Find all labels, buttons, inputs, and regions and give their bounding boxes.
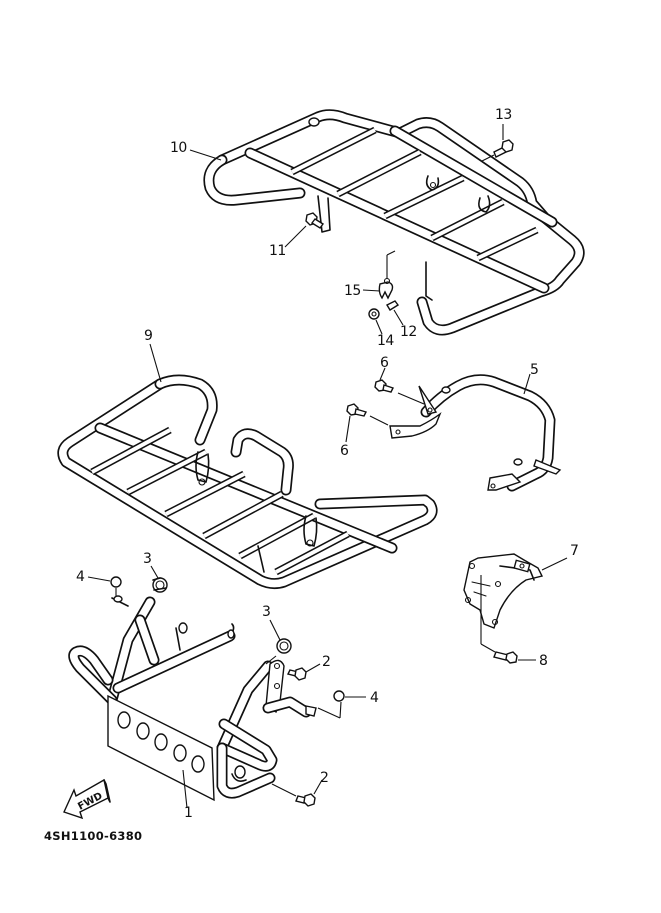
- bolt-part-11: [284, 212, 325, 248]
- callout-label-2-lower: 2: [320, 770, 329, 786]
- damper-part-3-right: [265, 619, 292, 665]
- pin-part-12: [386, 300, 404, 326]
- bracket-part-7: [463, 553, 568, 653]
- bolt-part-8: [493, 651, 536, 664]
- callout-label-5: 5: [530, 362, 539, 378]
- bolt-part-2-lower: [271, 779, 323, 807]
- callout-label-13: 13: [495, 107, 512, 123]
- callout-label-10: 10: [170, 140, 187, 156]
- nut-part-14: [368, 308, 383, 335]
- forward-direction-arrow-icon: FWD: [63, 778, 111, 820]
- callout-label-12: 12: [400, 324, 417, 340]
- callout-line-1: [182, 769, 188, 809]
- callout-label-3-right: 3: [262, 604, 271, 620]
- bolt-part-6-upper: [374, 367, 425, 405]
- callout-line-10: [189, 149, 222, 161]
- callout-label-11: 11: [269, 243, 286, 259]
- front-bumper-part-1: [68, 595, 317, 802]
- rear-carrier-part-10: [203, 109, 585, 336]
- bolt-part-13: [481, 124, 514, 162]
- cap-part-4-left: [87, 576, 122, 596]
- callout-label-3-left: 3: [143, 551, 152, 567]
- callout-label-4-left: 4: [76, 569, 85, 585]
- callout-label-6-upper: 6: [380, 355, 389, 371]
- callout-label-7: 7: [570, 543, 579, 559]
- clip-part-15: [362, 250, 396, 300]
- callout-line-5: [523, 373, 531, 395]
- callout-label-2-upper: 2: [322, 654, 331, 670]
- callout-label-6-lower: 6: [340, 443, 349, 459]
- callout-label-4-right: 4: [370, 690, 379, 706]
- callout-line-9: [149, 343, 162, 383]
- rear-guard-part-5: [389, 374, 562, 492]
- diagram-code: 4SH1100-6380: [44, 829, 143, 843]
- callout-label-8: 8: [539, 653, 548, 669]
- bolt-part-6-lower: [345, 403, 389, 443]
- cap-part-4-right: [317, 690, 366, 719]
- damper-part-3-left: [150, 565, 168, 593]
- callout-label-15: 15: [344, 283, 361, 299]
- callout-label-14: 14: [377, 333, 394, 349]
- front-carrier-part-9: [57, 374, 438, 590]
- callout-label-1: 1: [184, 805, 193, 821]
- bolt-part-2-upper: [286, 663, 321, 681]
- callout-label-9: 9: [144, 328, 153, 344]
